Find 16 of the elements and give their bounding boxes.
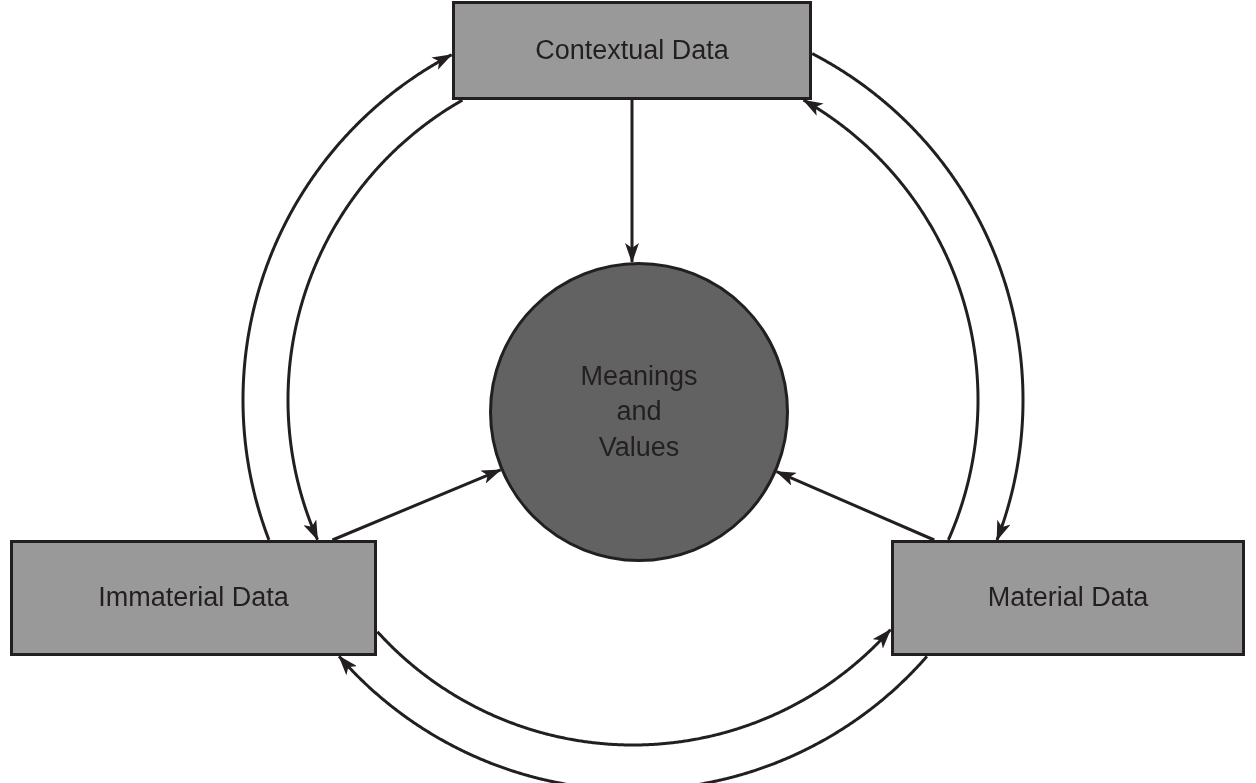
node-label: Material Data xyxy=(987,581,1149,615)
arrow xyxy=(286,98,464,541)
process-box xyxy=(10,540,377,656)
process-box xyxy=(452,1,812,100)
arrow xyxy=(811,52,1025,541)
arrow xyxy=(775,470,935,542)
arrow xyxy=(338,655,928,783)
process-box xyxy=(891,540,1245,656)
node-label: Immaterial Data xyxy=(98,581,289,615)
node-label: Contextual Data xyxy=(535,33,729,67)
arrow xyxy=(241,53,453,541)
arrow xyxy=(331,468,502,542)
node-label: Meanings and Values xyxy=(580,360,698,464)
arrow xyxy=(802,98,980,541)
arrow xyxy=(625,100,639,264)
arrow xyxy=(376,628,892,747)
